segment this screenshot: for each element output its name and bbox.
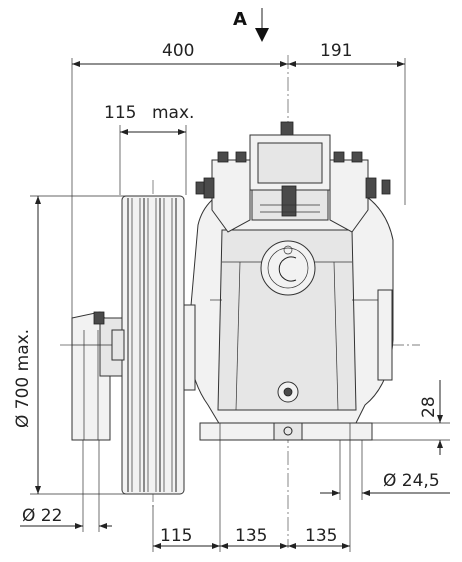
view-label: A — [233, 9, 247, 30]
dim-top-left: 400 — [162, 41, 194, 61]
shaft-hub — [260, 240, 316, 296]
top-fitting — [280, 121, 294, 136]
main-shaft — [111, 329, 125, 361]
traction-sheave — [121, 195, 185, 495]
dim-bottom-c: 135 — [305, 526, 337, 546]
dim-bolt-diameter: Ø 24,5 — [383, 471, 440, 491]
dim-bottom-a: 115 — [160, 526, 192, 546]
coupling-center — [281, 185, 297, 217]
left-cover — [182, 304, 196, 391]
dim-pulley-width-suffix: max. — [152, 103, 194, 123]
dim-height-right: 28 — [419, 396, 439, 418]
dim-pulley-width: 115 — [104, 103, 136, 123]
dimension-lines — [20, 58, 450, 552]
view-arrow-a: A — [233, 8, 269, 42]
dim-shaft-diameter: Ø 22 — [22, 506, 62, 526]
right-cover — [377, 289, 393, 381]
dimension-texts: 400 191 115 max. Ø 700 max. 115 135 135 … — [13, 41, 440, 546]
hub-c-mark — [278, 256, 297, 282]
dim-diameter: Ø 700 max. — [13, 329, 33, 428]
housing-front-panel — [217, 229, 357, 411]
dim-top-right: 191 — [320, 41, 352, 61]
dim-bottom-b: 135 — [235, 526, 267, 546]
machine-drawing — [71, 121, 394, 495]
